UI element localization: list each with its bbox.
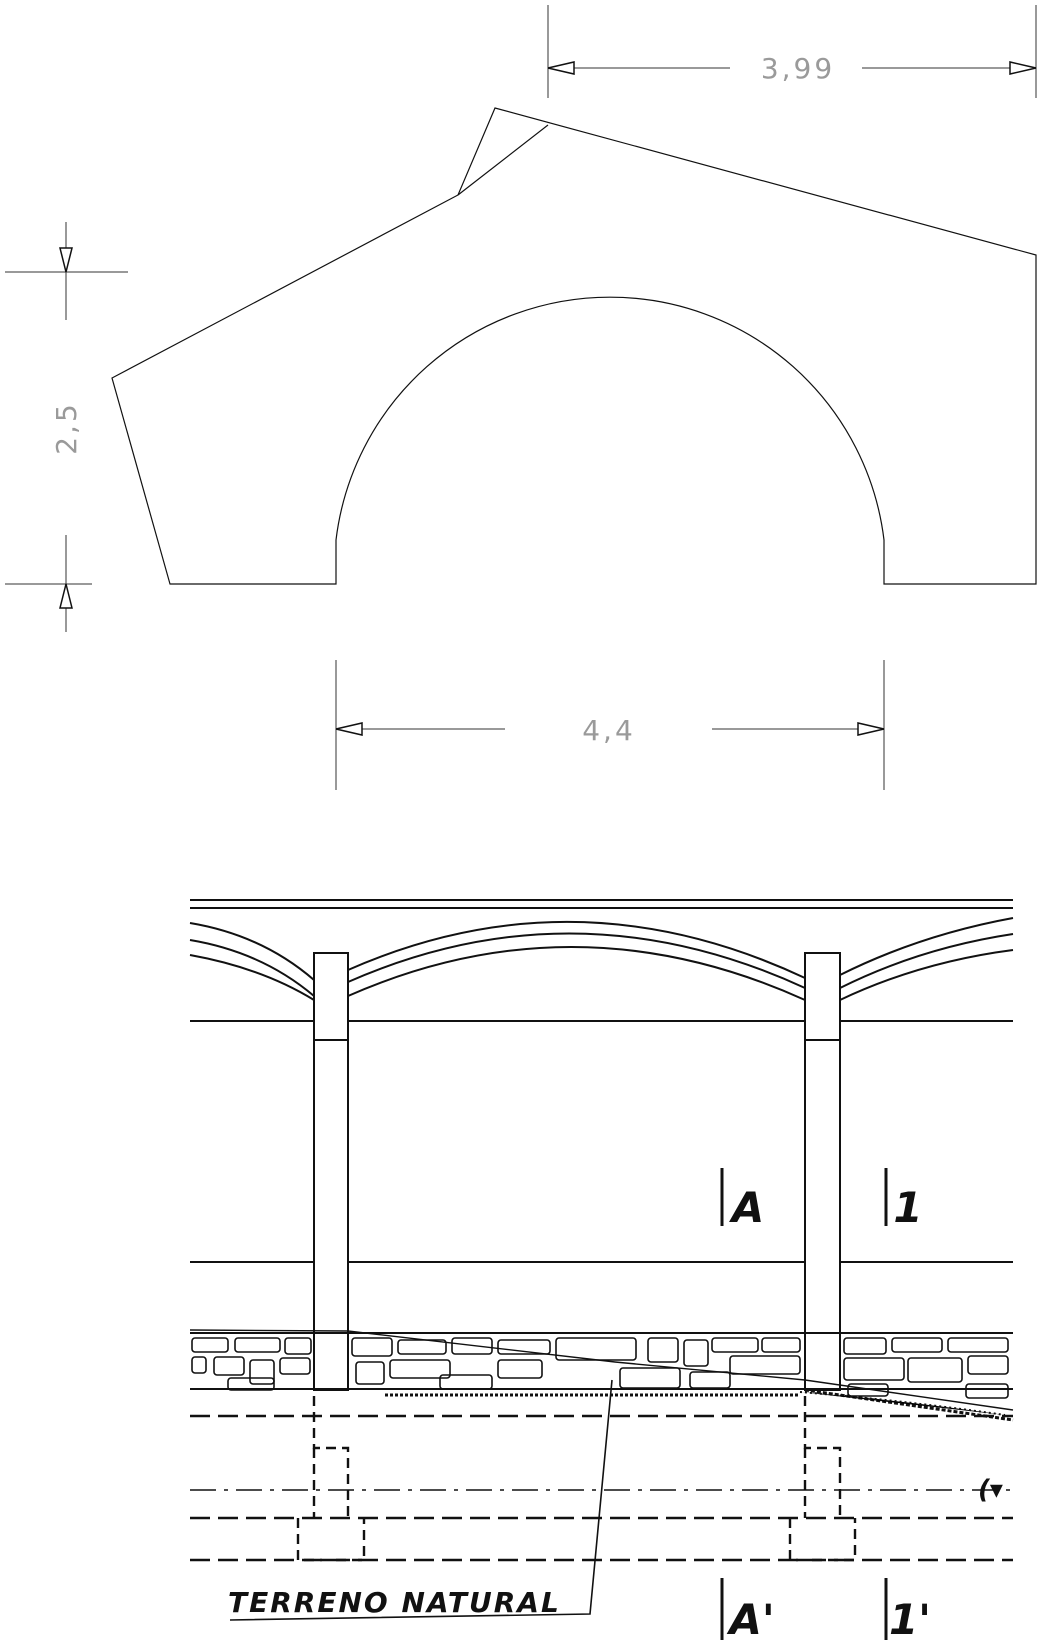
roof-break-line xyxy=(457,124,549,196)
dimension-top-width: 3,99 xyxy=(547,5,1037,98)
arrow-left-icon xyxy=(547,61,575,75)
section-mark-lower-right: 1' xyxy=(884,1578,931,1644)
svg-text:1': 1' xyxy=(889,1595,931,1644)
ground-label: TERRENO NATURAL xyxy=(228,1586,561,1619)
dimension-top-width-label: 3,99 xyxy=(761,52,835,85)
svg-text:1: 1 xyxy=(893,1183,922,1232)
svg-text:A: A xyxy=(729,1183,765,1232)
arrow-down-icon xyxy=(59,247,73,273)
arrow-right-icon xyxy=(857,722,885,736)
pillar-left xyxy=(313,952,349,1391)
dimension-span-label: 4,4 xyxy=(582,714,636,747)
arrow-right-icon xyxy=(1009,61,1037,75)
ground-label-leader xyxy=(229,1379,613,1621)
bridge-elevation: A 1 A' 1' (▾ TERRENO NATURAL xyxy=(189,899,1014,1644)
edge-mark: (▾ xyxy=(978,1475,1003,1505)
section-mark-upper-right: 1 xyxy=(884,1168,923,1232)
dimension-height-label: 2,5 xyxy=(50,401,83,455)
pillar-right xyxy=(804,952,841,1391)
arch-profile xyxy=(111,107,1037,585)
arch-outline-drawing xyxy=(111,107,1037,585)
dimension-span: 4,4 xyxy=(335,660,885,790)
foundation-dashed-lines xyxy=(190,1396,1013,1562)
section-mark-upper-left: A xyxy=(720,1168,765,1232)
arch-ribs xyxy=(189,917,1014,1001)
arrow-up-icon xyxy=(59,583,73,609)
svg-text:A': A' xyxy=(726,1595,774,1644)
section-mark-lower-left: A' xyxy=(720,1578,775,1644)
dimension-height: 2,5 xyxy=(5,222,128,632)
arrow-left-icon xyxy=(335,722,363,736)
